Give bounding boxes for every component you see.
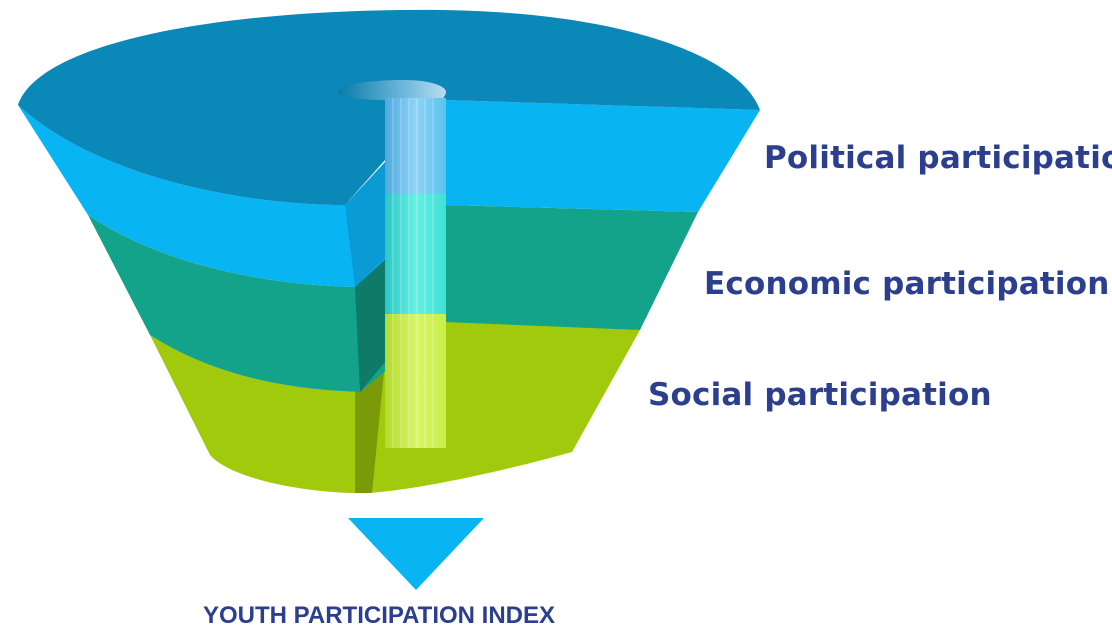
funnel-core bbox=[385, 98, 446, 448]
output-arrow bbox=[348, 518, 484, 590]
funnel-top-face bbox=[18, 9, 760, 205]
youth-participation-index-label: YOUTH PARTICIPATION INDEX bbox=[203, 602, 556, 629]
core-stripes bbox=[392, 98, 434, 448]
funnel-hole bbox=[338, 80, 446, 100]
label-social-participation: Social participation bbox=[648, 377, 992, 413]
label-political-participation: Political participation bbox=[764, 140, 1112, 176]
label-economic-participation: Economic participation bbox=[704, 266, 1110, 302]
